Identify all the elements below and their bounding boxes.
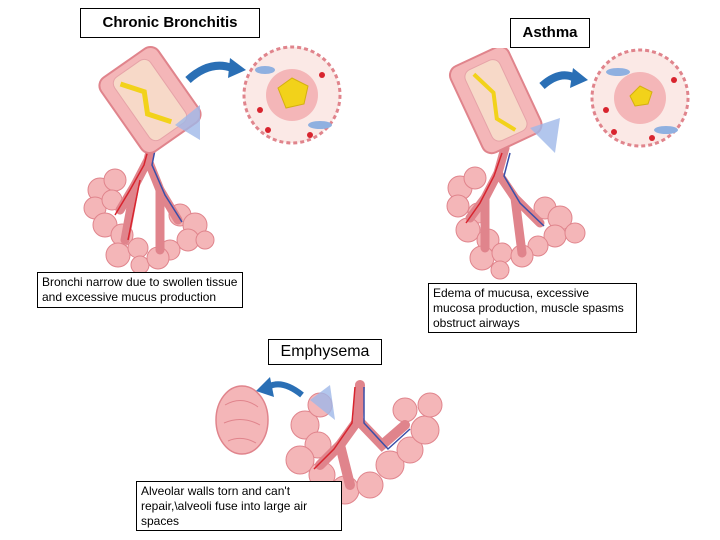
magnified-airway-section [592, 50, 688, 146]
alveoli-cluster [84, 169, 214, 274]
asthma-title: Asthma [510, 18, 590, 48]
chronic-bronchitis-illustration [60, 40, 350, 280]
magnified-airway-section [244, 47, 340, 143]
emphysema-title: Emphysema [268, 339, 382, 365]
arrow-icon [542, 75, 575, 86]
bronchus-section [447, 48, 545, 156]
asthma-illustration [430, 48, 700, 280]
chronic-bronchitis-description: Bronchi narrow due to swollen tissue and… [37, 272, 243, 308]
chronic-bronchitis-title: Chronic Bronchitis [80, 8, 260, 38]
emphysema-description: Alveolar walls torn and can't repair,\al… [136, 481, 342, 531]
arrow-icon [188, 66, 232, 80]
enlarged-alveolus [216, 386, 268, 454]
asthma-description: Edema of mucusa, excessive mucosa produc… [428, 283, 637, 333]
bronchus-section [96, 43, 205, 157]
